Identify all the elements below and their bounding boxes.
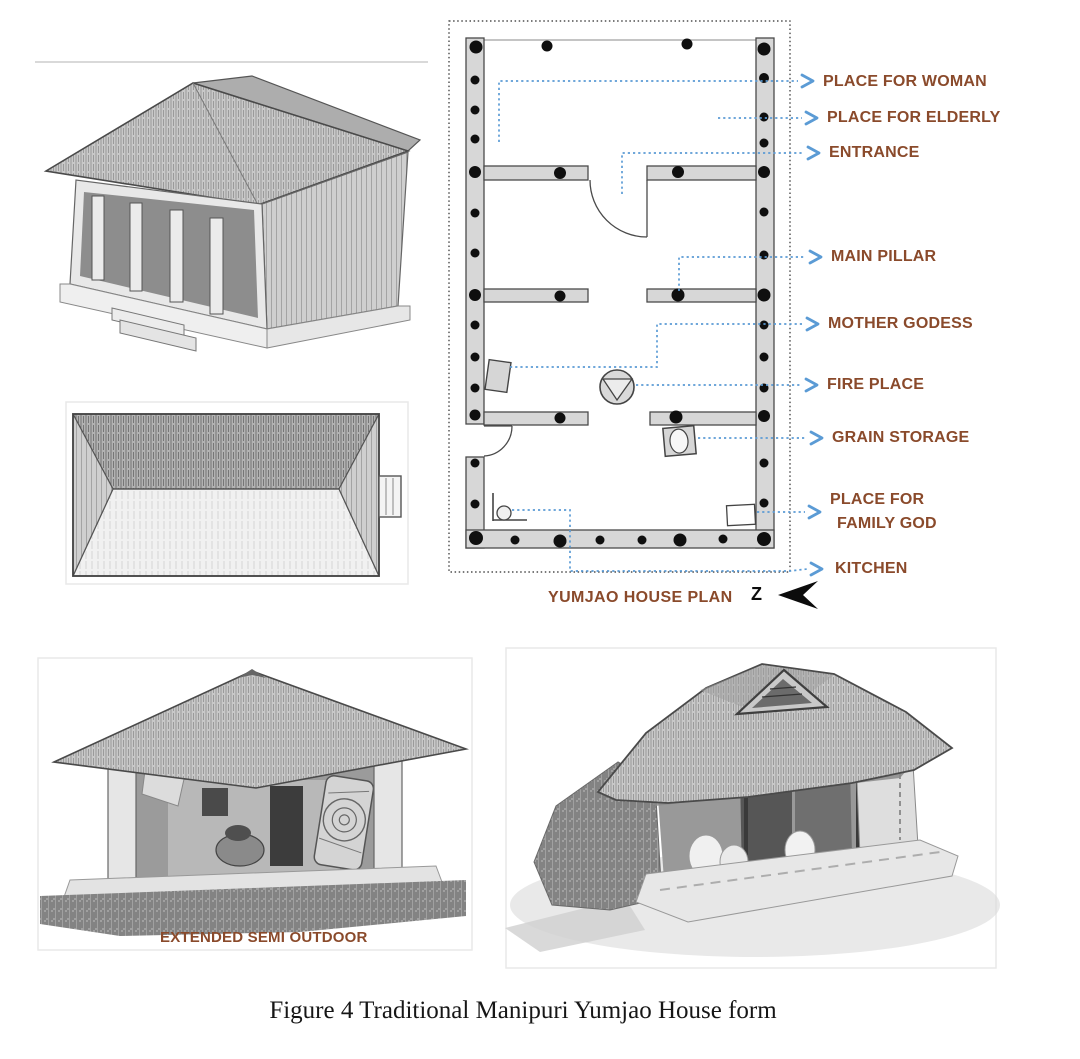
grain-storage-symbol: [662, 424, 697, 458]
plan-dotted-boundary: [448, 20, 791, 573]
family-god-symbol: [725, 503, 757, 527]
leader-arrowhead-icon: [807, 504, 822, 520]
plan-title: YUMJAO HOUSE PLAN: [548, 589, 733, 606]
north-arrow-icon: [778, 581, 818, 609]
kitchen-symbol: [492, 493, 527, 521]
leader-arrowhead-icon: [805, 316, 820, 332]
sketch-house-perspective: [35, 61, 428, 352]
steps: [119, 319, 197, 352]
sketch-border-box: [505, 647, 997, 969]
leader-arrowhead-icon: [804, 377, 819, 393]
wall-interior-2-right: [646, 288, 757, 303]
roof-front-slope: [43, 82, 411, 206]
pillar-dot: [554, 167, 566, 179]
wall-interior-3-left: [483, 411, 589, 426]
sketch-house-front-elevation: [37, 657, 473, 951]
wall-interior-1-left: [483, 165, 589, 181]
right-pillar: [373, 748, 403, 878]
grass-mound: [40, 880, 466, 936]
main-pillar-dot: [671, 288, 685, 302]
leader-main-pillar: [678, 256, 806, 291]
veranda-post: [744, 770, 748, 878]
porch-pillar: [91, 195, 105, 281]
wall-interior-1-right: [646, 165, 757, 181]
woven-screen: [313, 775, 375, 871]
pillar-dot: [541, 40, 553, 52]
plan-label-mother-godess: MOTHER GODESS: [828, 315, 973, 332]
leader-kitchen: [512, 509, 808, 572]
sketch-border-box: [65, 401, 409, 585]
plan-label-place-for-woman: PLACE FOR WOMAN: [823, 73, 987, 90]
plan-label-place-for-elderly: PLACE FOR ELDERLY: [827, 109, 1001, 126]
porch-pillar: [209, 217, 224, 315]
roof: [51, 670, 470, 789]
entrance-door-arc: [589, 179, 648, 238]
pillar-dot: [757, 42, 771, 56]
left-pillar: [107, 756, 137, 886]
leader-arrowhead-icon: [809, 561, 824, 577]
sketch-house-rear-perspective: [505, 647, 1000, 969]
sketch-border-box: [37, 657, 473, 951]
side-door-arc: [483, 425, 513, 457]
leader-lines: [498, 80, 808, 572]
mother-goddess-symbol: [484, 358, 512, 394]
leader-place-for-woman: [498, 80, 798, 142]
roof-lower-slope: [72, 488, 380, 577]
leader-arrowhead-icon: [804, 110, 819, 126]
plan-label-grain-storage: GRAIN STORAGE: [832, 429, 970, 446]
porch-pillar: [129, 202, 143, 292]
leader-arrowhead-icon: [809, 430, 824, 446]
leader-mother-godess: [510, 323, 803, 368]
plan-label-main-pillar: MAIN PILLAR: [831, 248, 937, 265]
plan-label-fire-place: FIRE PLACE: [827, 376, 925, 393]
plan-walls: [465, 37, 775, 549]
plinth: [635, 839, 959, 923]
wall-left-upper: [465, 37, 485, 425]
leader-arrowhead-icon: [800, 73, 815, 89]
floor-plan: [448, 20, 824, 609]
extended-semi-outdoor-label: EXTENDED SEMI OUTDOOR: [160, 929, 368, 946]
plinth: [266, 305, 411, 349]
north-indicator-letter: Z: [751, 584, 762, 604]
roof-attachment: [378, 475, 402, 518]
leader-entrance: [621, 152, 804, 194]
roof-apex-cap: [238, 669, 266, 678]
window: [202, 788, 228, 816]
plan-label-place-for-family-god-line1: PLACE FOR: [830, 491, 925, 508]
fire-place-symbol: [599, 369, 635, 405]
leader-arrowhead-icon: [808, 249, 823, 265]
roof-upper-slope: [72, 413, 380, 490]
figure-caption: Figure 4 Traditional Manipuri Yumjao Hou…: [269, 997, 777, 1024]
plan-label-place-for-family-god-line2: FAMILY GOD: [837, 515, 937, 532]
leader-arrowhead-icon: [806, 145, 821, 161]
plan-label-entrance: ENTRANCE: [829, 144, 920, 161]
sketch-roof-plan: [65, 401, 409, 585]
pillar-dot: [469, 40, 483, 54]
porch-pillar: [169, 209, 184, 303]
wall-interior-2-left: [483, 288, 589, 303]
wall-interior-3-right: [649, 411, 757, 426]
pillar-dot: [681, 38, 693, 50]
door-opening: [270, 786, 303, 866]
plan-label-kitchen: KITCHEN: [835, 560, 908, 577]
wall-bottom: [465, 529, 775, 549]
